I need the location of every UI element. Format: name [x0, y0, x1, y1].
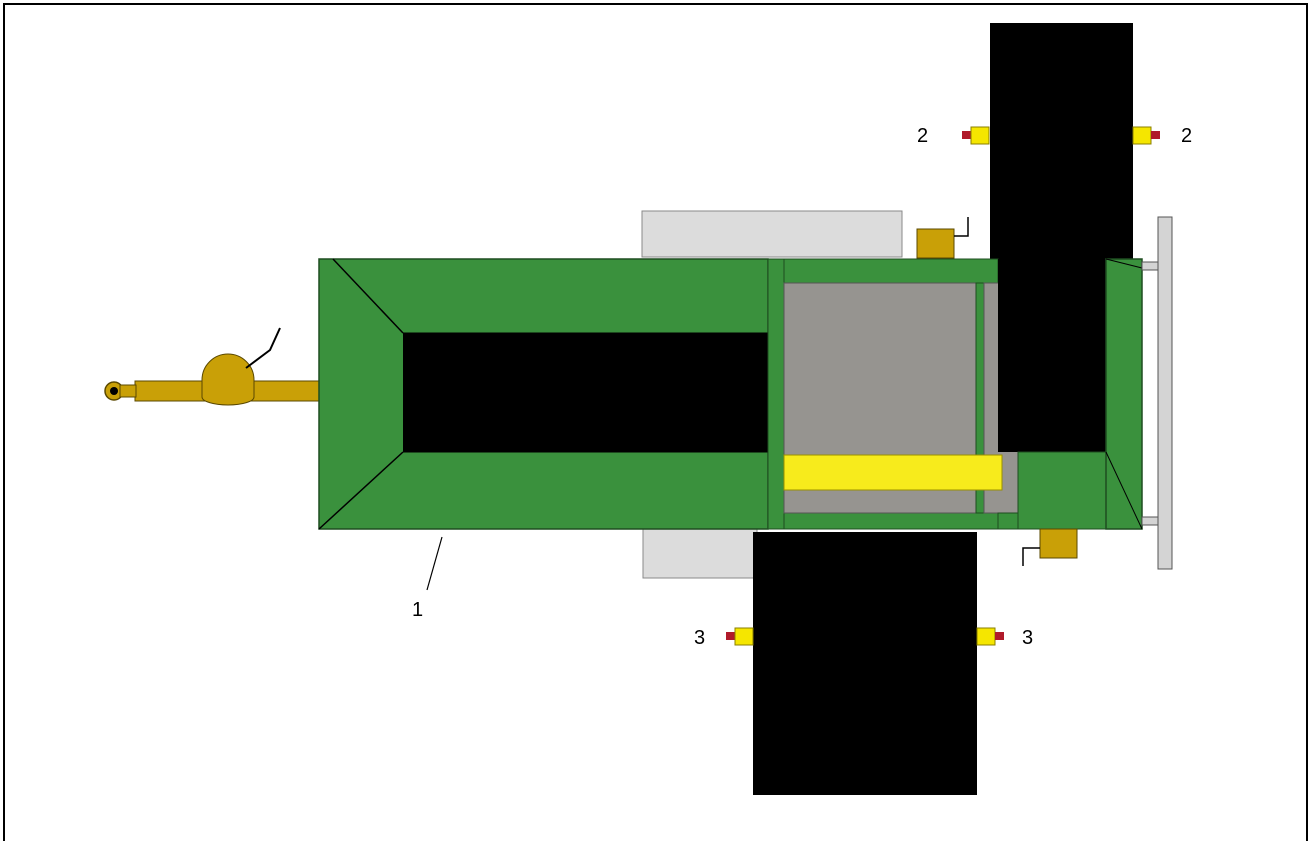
drawbar: [104, 327, 320, 406]
wheel-top-upper: [990, 23, 1133, 260]
hopper-edge-bottom: [318, 451, 404, 530]
sensor-3-right-tip: [995, 632, 1004, 640]
label-part-1: 1: [412, 599, 423, 621]
label-1-leader: [426, 536, 443, 591]
hopper-body: [318, 258, 769, 530]
wheel-top-lower: [998, 259, 1106, 452]
motor-bottom-cable: [1022, 547, 1040, 566]
fender-top: [641, 210, 903, 258]
hopper-belt: [403, 333, 768, 452]
hopper-edge-top: [332, 258, 404, 334]
motor-top-box: [916, 228, 955, 259]
rear-beam-edge-bottom: [1105, 451, 1143, 530]
label-sensor-3-right: 3: [1022, 627, 1033, 649]
motor-top-cable: [954, 217, 969, 237]
label-sensor-2-right: 2: [1181, 125, 1192, 147]
divider-post: [767, 258, 785, 530]
sensor-2-left-body: [970, 126, 990, 145]
label-sensor-3-left: 3: [694, 627, 705, 649]
bumper-bracket-top: [1141, 261, 1159, 271]
fender-bottom: [642, 528, 758, 579]
jack-wheel: [201, 353, 255, 406]
jack-handle: [245, 327, 281, 369]
sensor-2-right-body: [1132, 126, 1152, 145]
label-sensor-2-left: 2: [917, 125, 928, 147]
bumper-bracket-bottom: [1141, 516, 1159, 526]
wheel-bottom: [753, 532, 977, 795]
motor-bottom: [1022, 528, 1078, 566]
sensor-3-right-body: [976, 627, 996, 646]
rear-beam-edge-top: [1105, 258, 1143, 269]
sensor-2-right-tip: [1151, 131, 1160, 139]
motor-top: [916, 217, 969, 259]
hitch-eye-hole: [110, 387, 118, 395]
sensor-2-left: [962, 126, 990, 145]
sensor-3-left-tip: [726, 632, 735, 640]
right-frame-block: [1017, 451, 1107, 530]
sensor-3-left-body: [734, 627, 754, 646]
sensor-3-right: [976, 627, 1004, 646]
hitch-neck: [119, 384, 137, 398]
mid-frame-bottom: [783, 512, 999, 530]
motor-bottom-box: [1039, 528, 1078, 559]
right-frame-corner: [997, 512, 1019, 530]
mid-frame-top: [783, 258, 999, 284]
sensor-2-right: [1132, 126, 1160, 145]
sensor-2-left-tip: [962, 131, 971, 139]
yellow-auger: [783, 454, 1003, 491]
sensor-3-left: [726, 627, 754, 646]
rear-beam: [1105, 258, 1143, 530]
rear-bumper: [1157, 216, 1173, 570]
